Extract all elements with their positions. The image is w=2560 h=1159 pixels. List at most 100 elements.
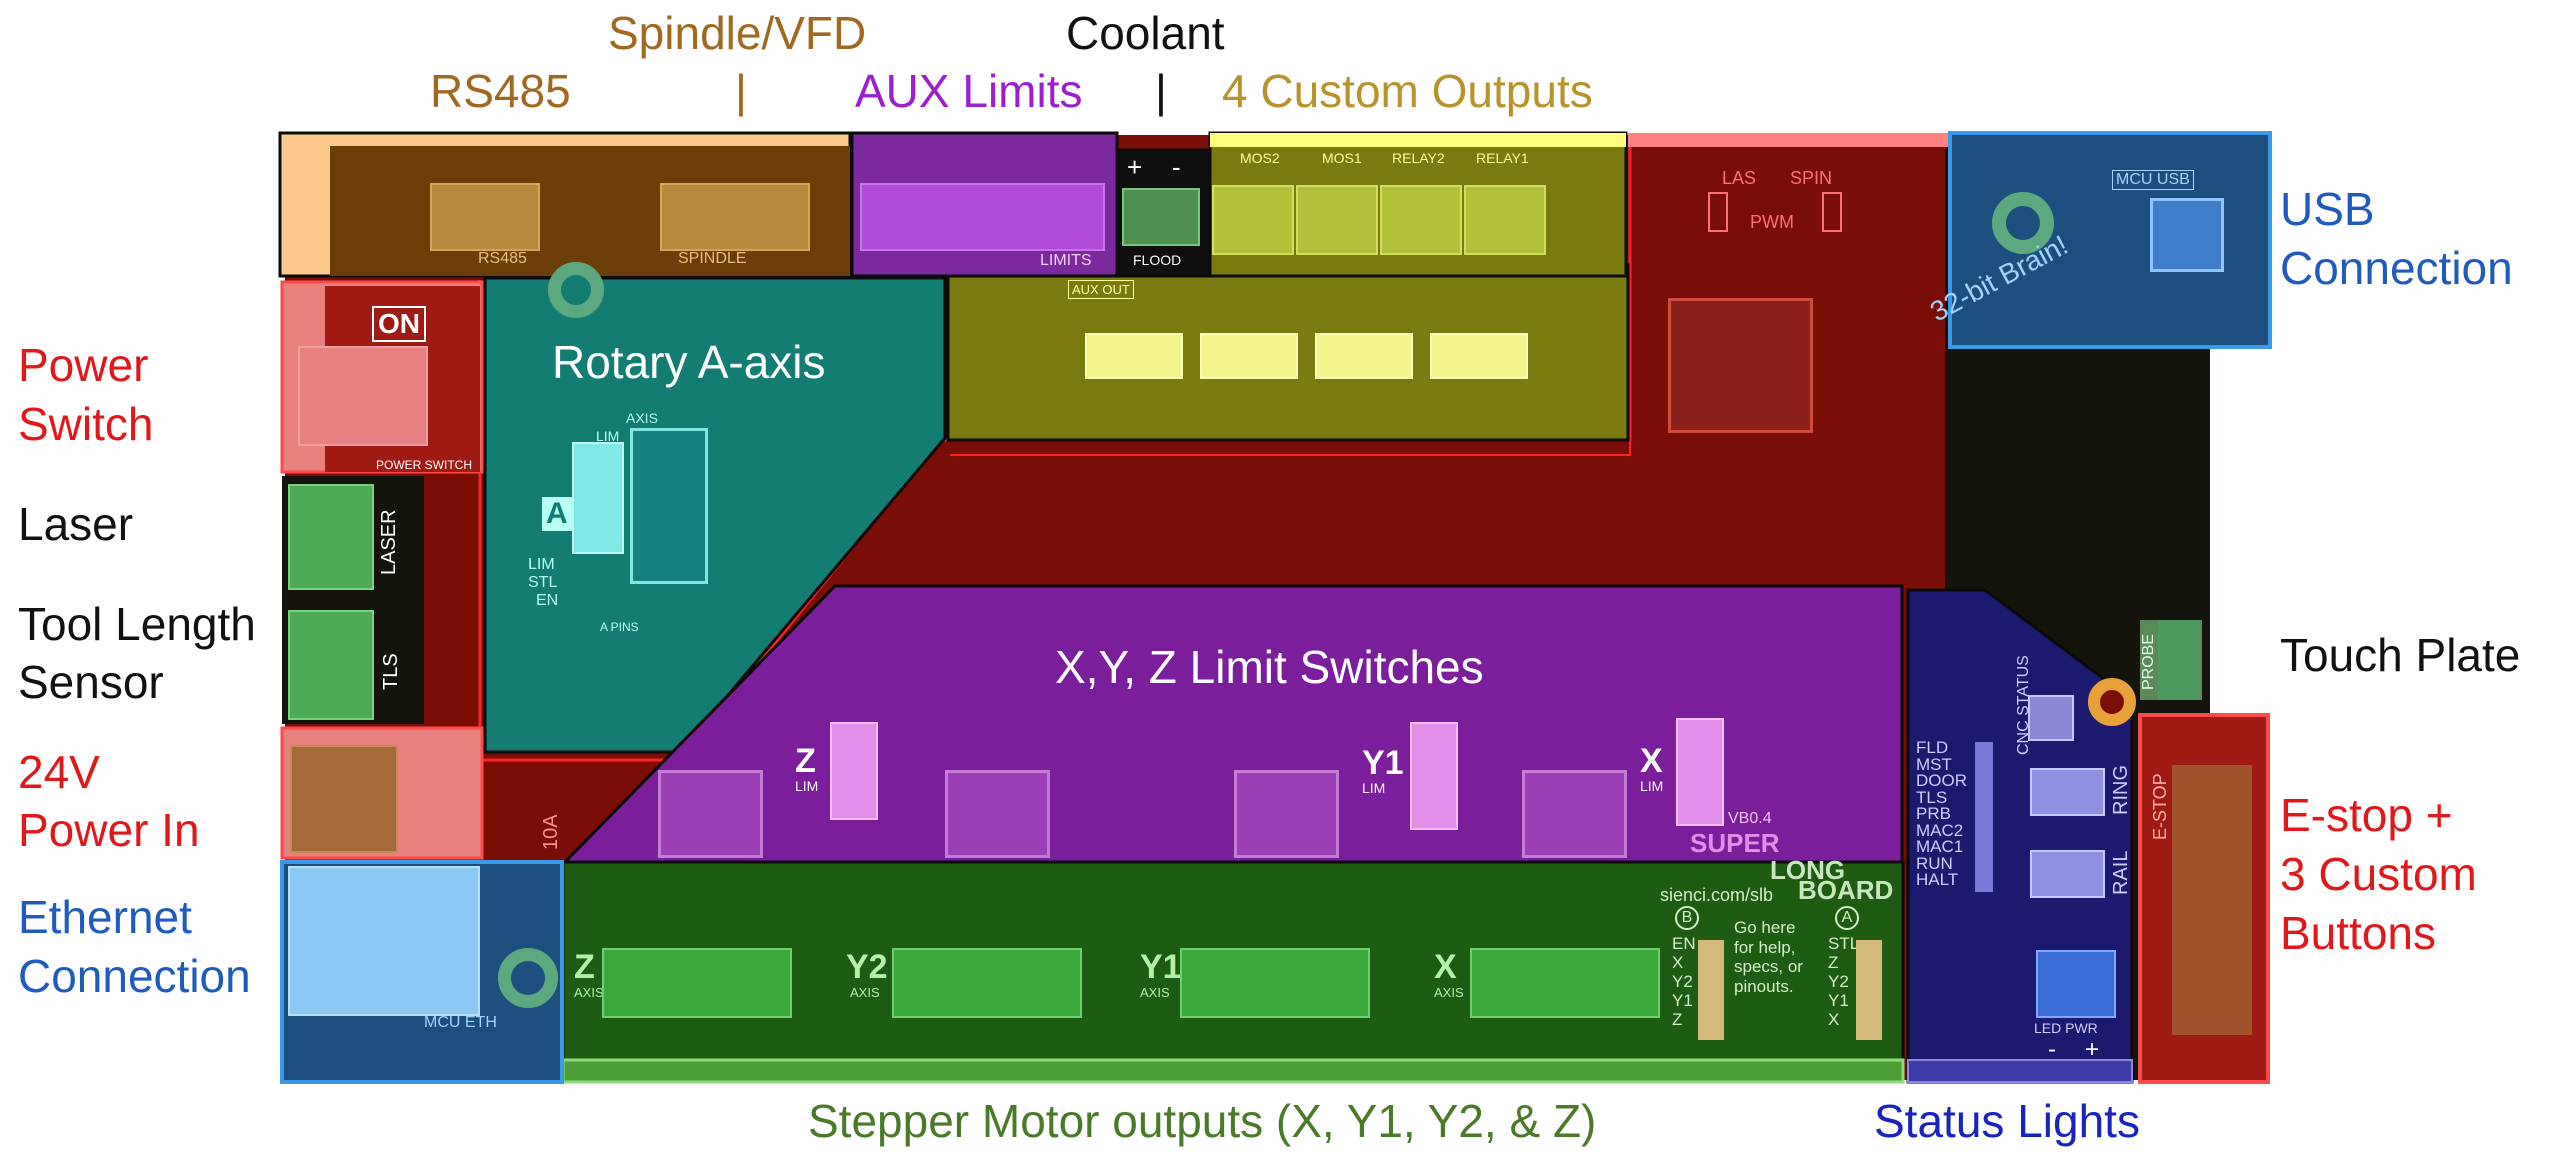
jumper-b-header — [1698, 940, 1724, 1040]
led-pwr-plus: + — [2085, 1036, 2100, 1063]
output-connector-mos1 — [1296, 185, 1378, 255]
rs485-connector — [430, 183, 540, 251]
status-led-column — [1975, 742, 1993, 892]
silk-list-item: STL — [1828, 934, 1860, 953]
stepper-label: Stepper Motor outputs (X, Y1, Y2, & Z) — [808, 1095, 1597, 1147]
status-mount-ring — [2088, 678, 2136, 726]
limits-silk: LIMITS — [1040, 252, 1092, 269]
ring-connector — [2030, 768, 2105, 816]
super-silk: SUPER — [1690, 828, 1780, 858]
a-pins-silk: A PINS — [600, 620, 639, 634]
las-silk: LAS — [1722, 168, 1757, 188]
power-switch-body — [298, 346, 428, 446]
tls-label-1: Tool Length — [18, 598, 256, 650]
circle-a: A — [1835, 906, 1859, 930]
estop-label-3: Buttons — [2280, 907, 2436, 959]
y1-lim-silk: LIM — [1362, 780, 1386, 796]
silk-list-item: MAC1 — [1916, 837, 1964, 856]
silk-list-item: MST — [1916, 754, 1952, 774]
status-lights-label: Status Lights — [1874, 1095, 2140, 1147]
laser-silk: LASER — [378, 509, 400, 575]
silk-list-item: DOOR — [1916, 771, 1967, 790]
output-connector-mos2 — [1212, 185, 1294, 255]
laser-label: Laser — [18, 498, 134, 550]
power-switch-label-2: Switch — [18, 398, 154, 450]
y1-axis-silk: AXIS — [1140, 985, 1170, 1000]
power-in-label-1: 24V — [18, 746, 100, 798]
stepper-zone-bottom-bar — [561, 1058, 1905, 1084]
z-axis-letter: Z — [574, 948, 595, 986]
y1-axis-letter: Y1 — [1140, 948, 1182, 986]
usb-port — [2150, 198, 2224, 272]
led-pwr-connector — [2036, 950, 2116, 1018]
stepper-output-y1 — [1180, 948, 1370, 1018]
usb-label-2: Connection — [2280, 242, 2513, 294]
silk-list-item: X — [1672, 953, 1684, 972]
mcu-eth-silk: MCU ETH — [424, 1014, 497, 1031]
silk-list-item: Z — [1672, 1010, 1683, 1029]
relay1-silk: RELAY1 — [1476, 150, 1529, 166]
silk-list-item: MAC2 — [1916, 820, 1964, 840]
x-limit-connector — [1676, 718, 1724, 826]
stepper-driver-x — [1522, 770, 1627, 858]
relay2-silk: RELAY2 — [1392, 150, 1445, 166]
x-axis-letter: X — [1434, 948, 1457, 986]
stepper-driver-y2 — [945, 770, 1050, 858]
power-switch-silk: POWER SWITCH — [376, 458, 472, 472]
x-axis-silk: AXIS — [1434, 985, 1464, 1000]
estop-label-2: 3 Custom — [2280, 848, 2477, 900]
ethernet-label-1: Ethernet — [18, 891, 192, 943]
spindle-silk: SPINDLE — [678, 250, 747, 267]
flood-silk: FLOOD — [1133, 252, 1182, 268]
stepper-driver-y1 — [1234, 770, 1339, 858]
power-switch-label-1: Power — [18, 339, 149, 391]
custom-outputs-label: 4 Custom Outputs — [1222, 65, 1593, 117]
flood-connector — [1122, 188, 1200, 246]
aux-out-header-2 — [1200, 333, 1298, 379]
axis-silk: AXIS — [626, 410, 658, 426]
output-connector-relay1 — [1464, 185, 1546, 255]
x-lim-silk: LIM — [1640, 778, 1664, 794]
circle-b: B — [1675, 906, 1699, 930]
silk-list-item: EN — [1672, 934, 1696, 953]
rotary-lim-connector — [572, 442, 624, 554]
z-lim-letter: Z — [795, 742, 816, 780]
spindle-vfd-label: Spindle/VFD — [608, 7, 867, 59]
led-pwr-silk: LED PWR — [2034, 1020, 2098, 1036]
silk-list-item: X — [1828, 1010, 1840, 1029]
z-lim-silk: LIM — [795, 778, 819, 794]
aux-limits-label: AUX Limits — [855, 65, 1083, 117]
aux-out-header-4 — [1430, 333, 1528, 379]
tls-silk: TLS — [380, 653, 402, 690]
led-pwr-minus: - — [2048, 1036, 2056, 1063]
aux-limits-connector — [860, 183, 1105, 251]
spin-header — [1822, 192, 1842, 232]
mos2-silk: MOS2 — [1240, 150, 1280, 166]
silk-list-item: TLS — [1916, 787, 1948, 807]
rotary-en-silk: EN — [536, 592, 559, 609]
silk-list-item: HALT — [1916, 870, 1959, 889]
silk-list-item: Y1 — [1672, 991, 1693, 1010]
spindle-connector — [660, 183, 810, 251]
separator-2: | — [1155, 65, 1167, 117]
ethernet-mount-ring — [498, 948, 558, 1008]
rotary-title: Rotary A-axis — [552, 336, 826, 388]
y2-axis-silk: AXIS — [850, 985, 880, 1000]
jumper-a-header — [1856, 940, 1882, 1040]
mcu-usb-silk: MCU USB — [2112, 170, 2194, 190]
url-silk: sienci.com/slb — [1660, 885, 1774, 905]
aux-out-silk: AUX OUT — [1068, 280, 1134, 299]
silk-list-item: PRB — [1916, 804, 1951, 823]
tls-connector — [288, 610, 374, 720]
go-here-silk: Go here for help, specs, or pinouts. — [1734, 918, 1803, 996]
silk-list-item: Z — [1828, 953, 1839, 972]
silk-list-item: Y2 — [1672, 972, 1693, 991]
stepper-driver-z — [658, 770, 763, 858]
z-limit-connector — [830, 722, 878, 820]
limit-switches-title: X,Y, Z Limit Switches — [1055, 641, 1484, 693]
aux-out-header-3 — [1315, 333, 1413, 379]
power-in-connector — [290, 745, 398, 853]
